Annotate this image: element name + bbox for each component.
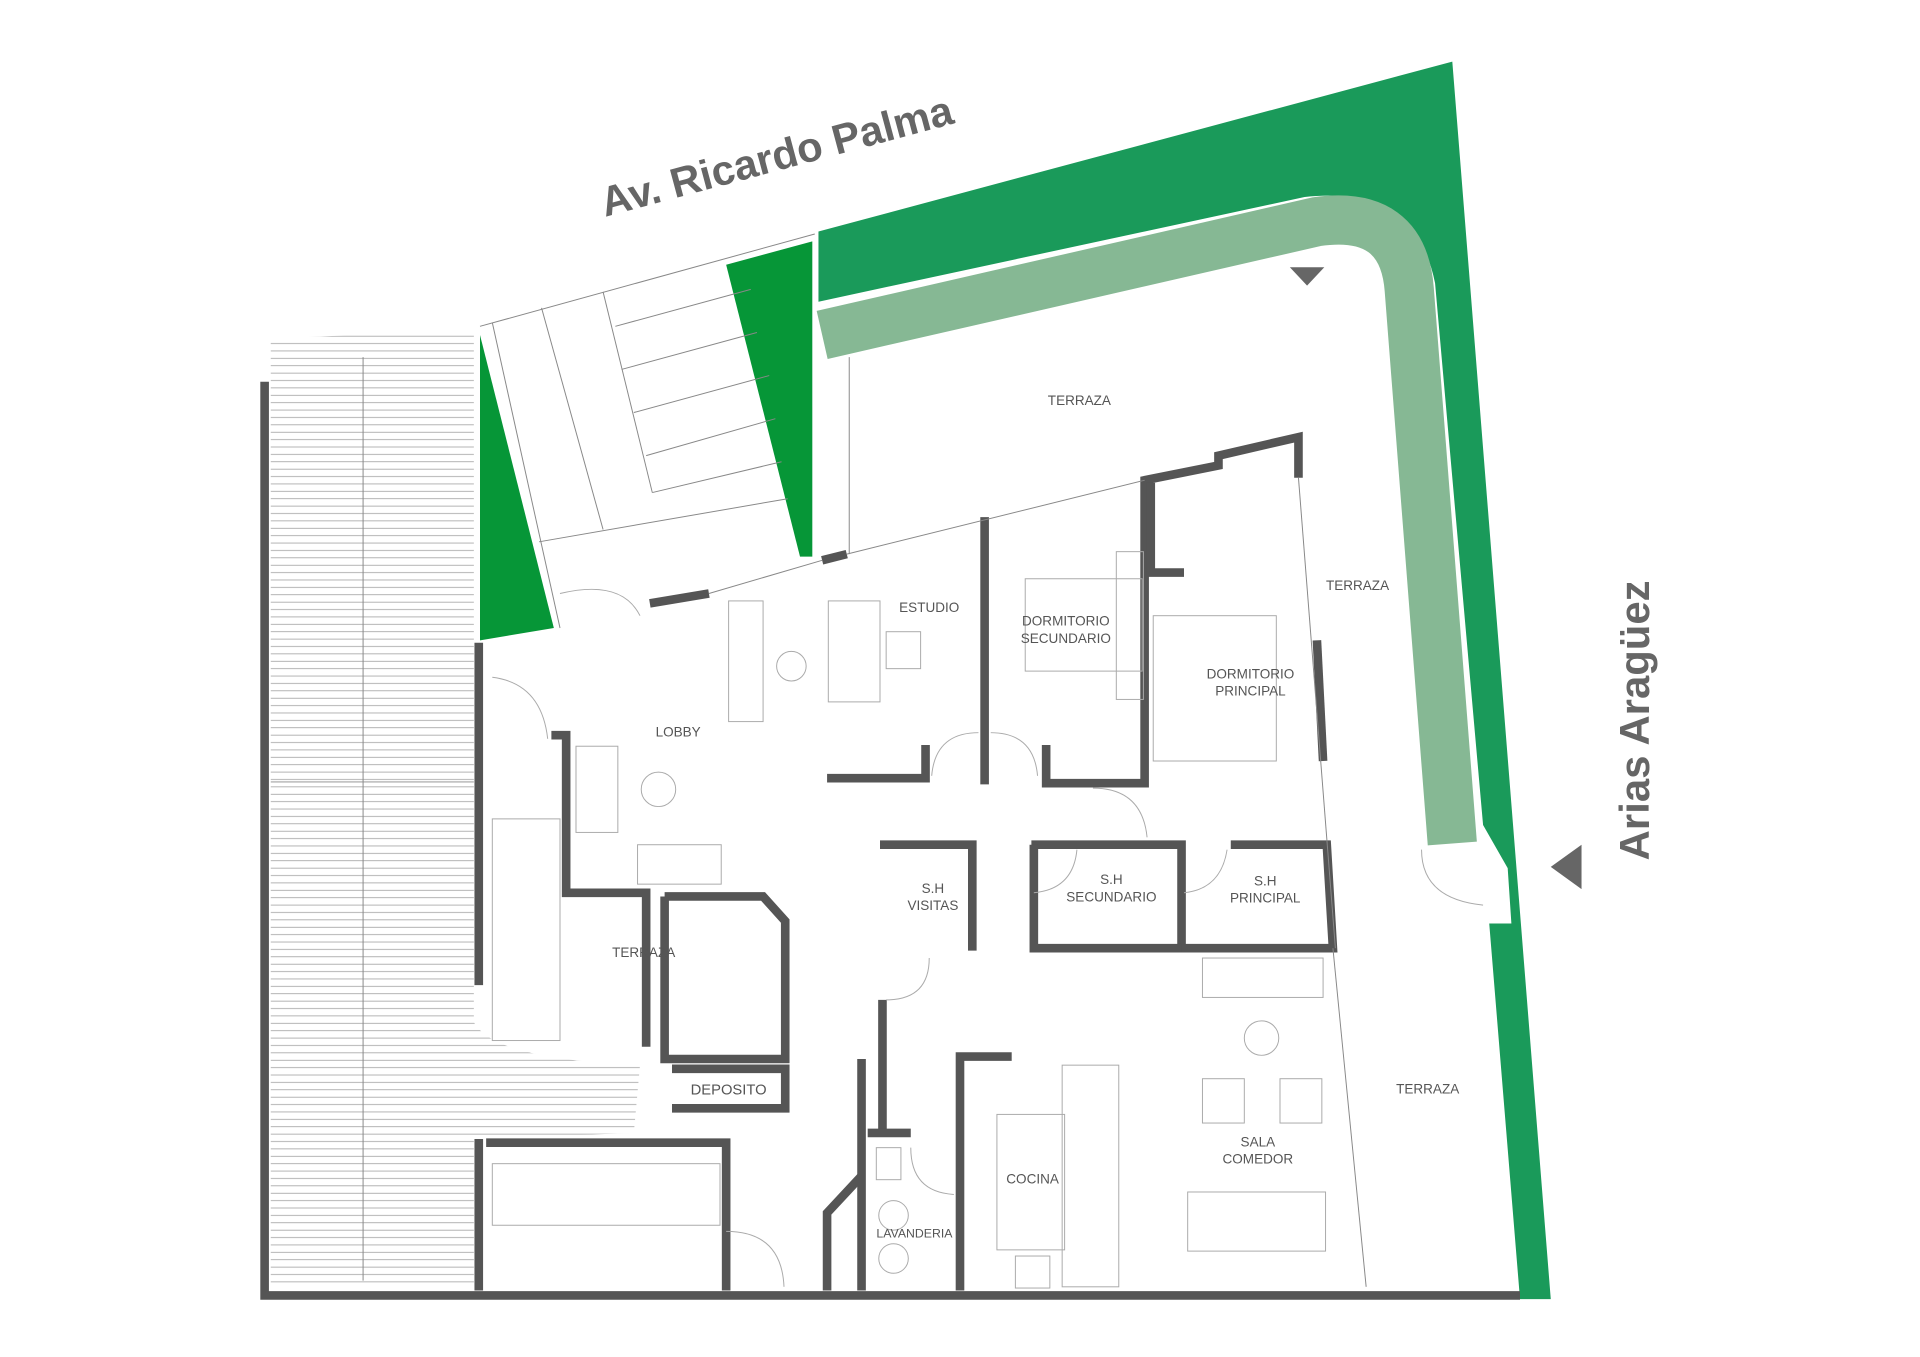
street-north: Av. Ricardo Palma	[595, 86, 958, 226]
label-terraza-southeast: TERRAZA	[1396, 1081, 1459, 1096]
label-terraza-east: TERRAZA	[1326, 578, 1389, 593]
label-terraza-west: TERRAZA	[612, 945, 675, 960]
label-terraza-north: TERRAZA	[1048, 393, 1111, 408]
entry-marker-east	[1550, 844, 1582, 890]
planter-middle	[726, 241, 813, 557]
label-dormitorio-principal: DORMITORIO	[1207, 666, 1295, 681]
label-sh-visitas-2: VISITAS	[907, 898, 958, 913]
entry-marker-north	[1289, 267, 1325, 286]
label-sala: SALA	[1241, 1134, 1276, 1149]
label-estudio: ESTUDIO	[899, 600, 959, 615]
glazing	[708, 357, 1367, 1287]
label-deposito: DEPOSITO	[691, 1083, 767, 1099]
walls	[260, 381, 1520, 1300]
planter-left	[480, 334, 554, 641]
label-dormitorio-secundario-2: SECUNDARIO	[1021, 631, 1111, 646]
label-sh-principal: S.H	[1254, 873, 1277, 888]
label-lobby: LOBBY	[656, 724, 701, 739]
street-east: Arias Aragüez	[1611, 580, 1658, 860]
label-sh-visitas: S.H	[922, 881, 945, 896]
parking	[479, 233, 815, 629]
label-comedor: COMEDOR	[1223, 1152, 1294, 1167]
label-dormitorio-principal-2: PRINCIPAL	[1215, 684, 1286, 699]
furniture	[491, 551, 1484, 1289]
label-sh-secundario-2: SECUNDARIO	[1066, 889, 1156, 904]
label-sh-principal-2: PRINCIPAL	[1230, 891, 1301, 906]
label-sh-secundario: S.H	[1100, 872, 1123, 887]
label-dormitorio-secundario: DORMITORIO	[1022, 614, 1110, 629]
label-cocina: COCINA	[1006, 1171, 1059, 1186]
green-path	[816, 195, 1477, 846]
label-lavanderia: LAVANDERIA	[876, 1227, 953, 1241]
